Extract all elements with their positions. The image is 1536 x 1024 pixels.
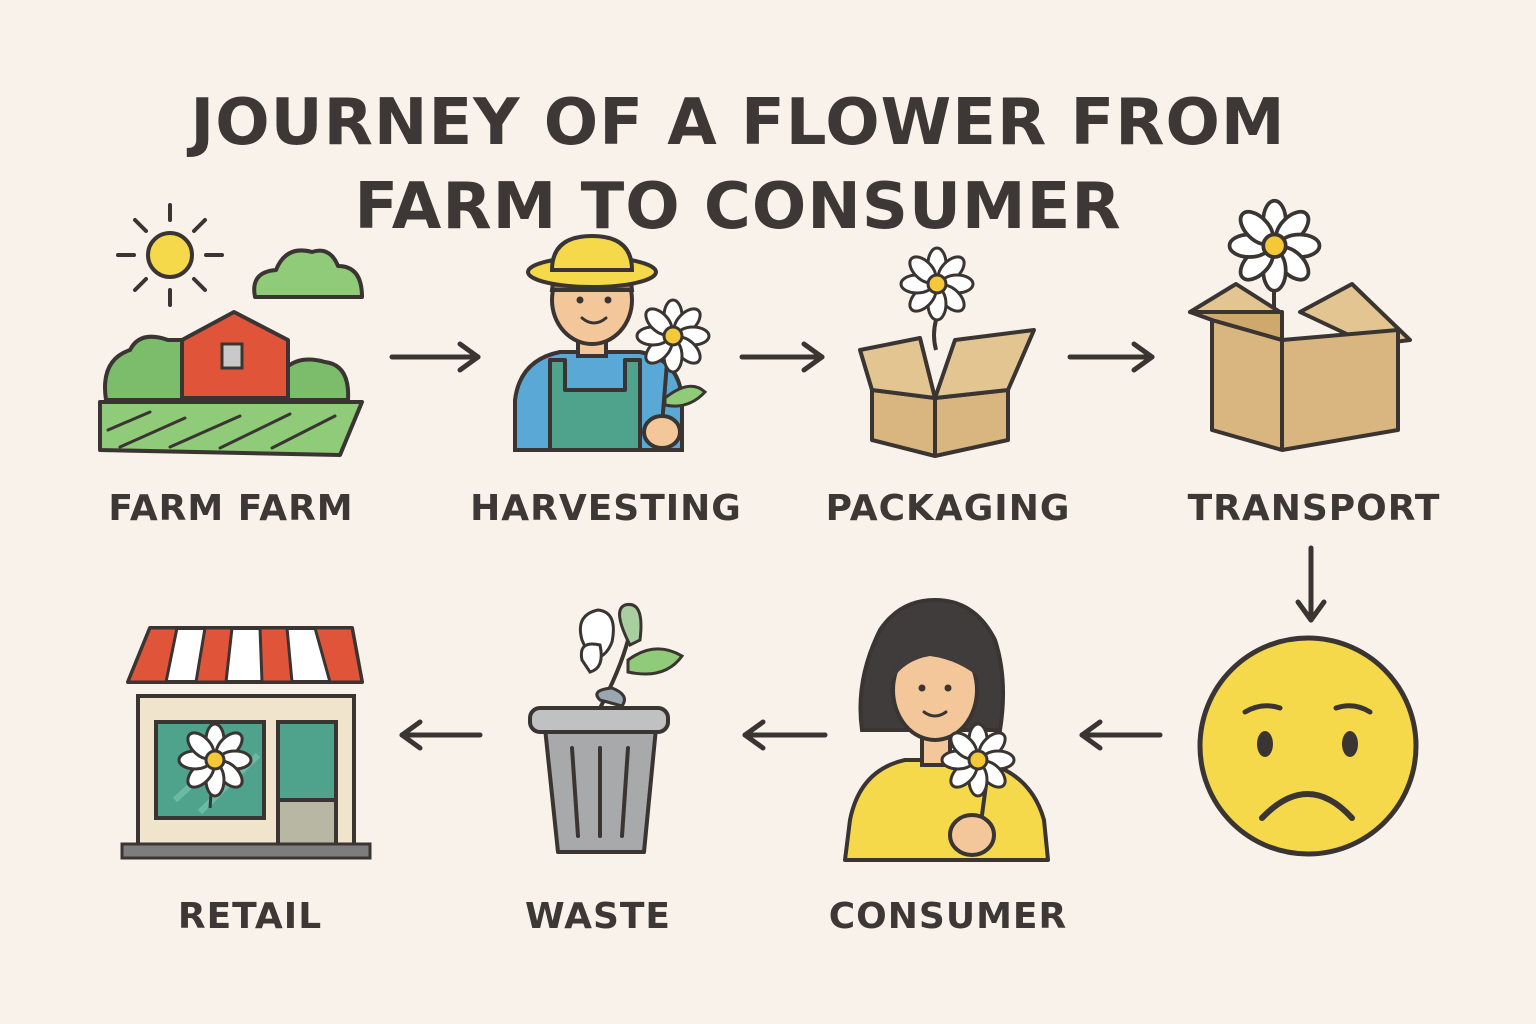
arrow-right-3: [1067, 341, 1155, 373]
step-label-transport: TRANSPORT: [1187, 488, 1441, 529]
farmer-icon: [513, 233, 711, 452]
step-label-retail: RETAIL: [177, 896, 323, 937]
arrow-right-2: [739, 341, 825, 373]
title-line-1: JOURNEY OF A FLOWER FROM: [190, 85, 1286, 160]
open-box-flower-icon: [1188, 198, 1412, 452]
field: [98, 400, 364, 457]
sad-face-icon: [1197, 635, 1419, 857]
step-label-packaging: PACKAGING: [825, 488, 1071, 529]
straw-hat-icon: [526, 233, 658, 289]
cloud-icon: [252, 248, 364, 299]
arrow-left-3: [399, 719, 483, 751]
arrow-right-1: [389, 341, 481, 373]
arrow-down: [1295, 545, 1327, 623]
woman-flower-icon: [843, 597, 1050, 862]
step-label-harvesting: HARVESTING: [470, 488, 742, 529]
farm-icon: [98, 203, 364, 457]
box-flower-icon: [858, 246, 1036, 458]
page-title: JOURNEY OF A FLOWER FROM FARM TO CONSUME…: [0, 81, 1476, 249]
arrow-left-1: [1079, 719, 1163, 751]
step-label-farm: FARM FARM: [108, 488, 354, 529]
arrow-left-2: [742, 719, 828, 751]
trash-can-icon: [528, 602, 685, 854]
barn-icon: [180, 310, 290, 400]
sun-icon: [116, 203, 224, 307]
shop-icon: [120, 626, 372, 860]
step-label-waste: WASTE: [524, 896, 672, 937]
step-label-consumer: CONSUMER: [828, 896, 1068, 937]
title-line-2: FARM TO CONSUMER: [354, 169, 1122, 244]
